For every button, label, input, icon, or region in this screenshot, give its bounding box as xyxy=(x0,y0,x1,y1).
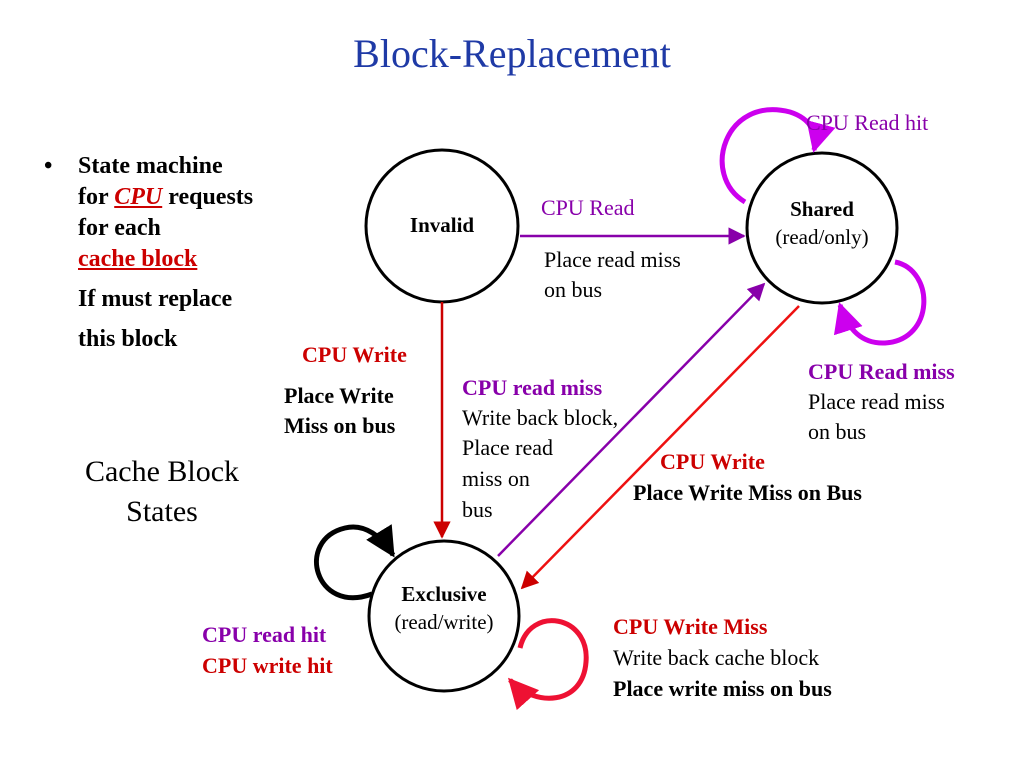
shared-read-miss-event: CPU Read miss xyxy=(808,359,955,384)
exclusive-node xyxy=(367,539,521,693)
exclusive-write-miss-action-2: Place write miss on bus xyxy=(613,676,832,701)
exclusive-label-name: Exclusive xyxy=(401,582,487,606)
edge-shared-read-hit-loop xyxy=(719,107,836,205)
shared-to-exclusive-event: CPU Write xyxy=(660,449,765,474)
edge-exclusive-write-miss-loop xyxy=(507,618,589,711)
invalid-to-shared-action-2: on bus xyxy=(544,277,603,302)
cache-block-emphasis: cache block xyxy=(78,246,198,272)
shared-node xyxy=(745,151,899,305)
exclusive-to-shared-action-3: miss on xyxy=(462,466,530,491)
shared-read-miss-action-2: on bus xyxy=(808,419,867,444)
invalid-to-exclusive-event: CPU Write xyxy=(302,342,407,367)
shared-label: Shared (read/only) xyxy=(752,195,892,251)
invalid-to-exclusive-action-2: Miss on bus xyxy=(284,413,396,438)
exclusive-read-hit-label: CPU read hit xyxy=(202,622,327,647)
bullet-line-2-pre: for xyxy=(78,184,115,210)
exclusive-to-shared-action-2: Place read xyxy=(462,435,553,460)
edge-exclusive-hit-loop xyxy=(314,524,396,601)
bullet-line-2-post: requests xyxy=(162,184,254,210)
shared-read-hit-label: CPU Read hit xyxy=(806,110,929,135)
edge-exclusive-to-shared xyxy=(497,282,766,557)
exclusive-write-miss-event: CPU Write Miss xyxy=(613,614,768,639)
page-title: Block-Replacement xyxy=(353,31,671,76)
shared-to-exclusive-action: Place Write Miss on Bus xyxy=(633,480,862,505)
invalid-to-shared-event: CPU Read xyxy=(541,195,635,220)
exclusive-write-miss-action-1: Write back cache block xyxy=(613,645,820,670)
bullet-line-6: this block xyxy=(78,326,178,352)
invalid-label: Invalid xyxy=(409,213,475,237)
exclusive-to-shared-action-4: bus xyxy=(462,497,493,522)
bullet-line-2: for CPU requests xyxy=(78,181,253,213)
exclusive-to-shared-event: CPU read miss xyxy=(462,375,603,400)
bullet-line-3: for each xyxy=(78,215,161,241)
shared-read-miss-action-1: Place read miss xyxy=(808,389,945,414)
states-caption: Cache Block States xyxy=(52,452,272,532)
cpu-emphasis: CPU xyxy=(114,184,163,210)
shared-label-name: Shared xyxy=(790,197,854,221)
bullet-line-1: State machine xyxy=(78,153,223,179)
shared-label-sub: (read/only) xyxy=(775,225,869,249)
states-caption-line-2: States xyxy=(126,495,198,528)
invalid-to-shared-action-1: Place read miss xyxy=(544,247,681,272)
exclusive-to-shared-action-1: Write back block, xyxy=(462,405,619,430)
invalid-to-exclusive-action-1: Place Write xyxy=(284,383,394,408)
edge-shared-read-miss-loop xyxy=(833,259,927,346)
states-caption-line-1: Cache Block xyxy=(84,455,240,488)
bullet-marker: • xyxy=(44,153,53,179)
exclusive-label-sub: (read/write) xyxy=(394,610,494,634)
edge-shared-to-exclusive xyxy=(520,305,800,590)
bullet-line-5: If must replace xyxy=(78,286,233,312)
exclusive-label: Exclusive (read/write) xyxy=(369,580,519,636)
exclusive-write-hit-label: CPU write hit xyxy=(202,653,333,678)
